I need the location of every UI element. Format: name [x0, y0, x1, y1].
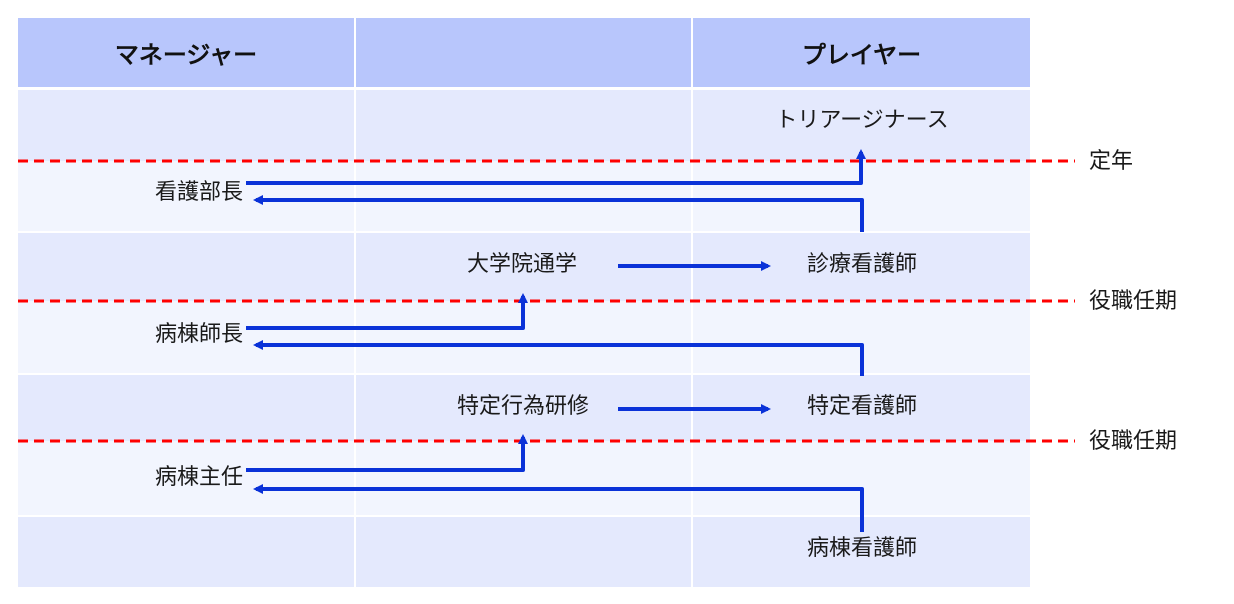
milestone-retirement: 定年	[1089, 149, 1134, 174]
role-nursing-director: 看護部長	[154, 180, 243, 205]
role-specific-nurse: 特定看護師	[806, 394, 918, 419]
row-band	[18, 233, 1030, 301]
header-player: プレイヤー	[693, 18, 1030, 87]
training-graduate-school: 大学院通学	[466, 252, 578, 277]
role-ward-chief: 病棟主任	[154, 465, 243, 490]
milestone-term-2: 役職任期	[1089, 429, 1178, 454]
row-band	[18, 375, 1030, 441]
arrow-ward-to-chief	[253, 484, 864, 532]
arrow-chief-to-training	[246, 434, 528, 472]
role-triage-nurse: トリアージナース	[775, 108, 949, 133]
role-ward-nurse: 病棟看護師	[806, 536, 918, 561]
role-ward-head: 病棟師長	[154, 322, 243, 347]
arrow-director-to-triage	[246, 149, 866, 185]
role-nurse-practitioner: 診療看護師	[806, 252, 918, 277]
arrow-np-to-director	[253, 195, 864, 232]
arrow-head-to-grad	[246, 293, 528, 330]
arrow-specific-to-head	[253, 340, 864, 376]
training-specific-acts: 特定行為研修	[456, 394, 590, 419]
header-middle	[356, 18, 691, 87]
milestone-term-1: 役職任期	[1089, 289, 1178, 314]
header-manager: マネージャー	[18, 18, 354, 87]
